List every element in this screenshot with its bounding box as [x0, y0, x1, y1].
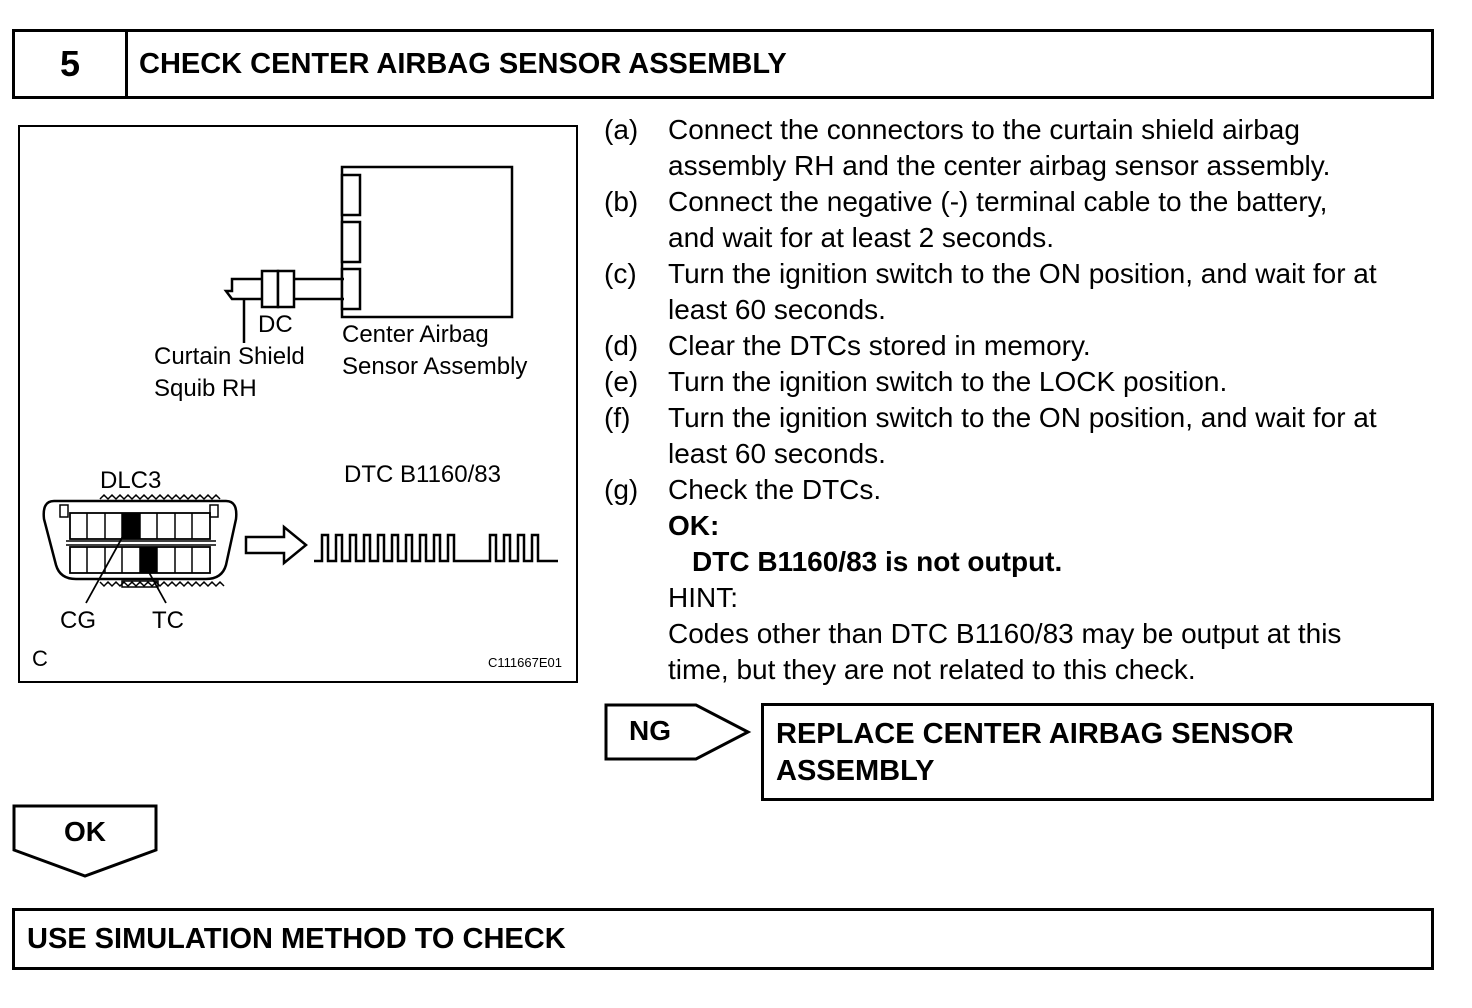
step-item: (a) Connect the connectors to the curtai… — [604, 112, 1444, 184]
label-corner: C — [32, 646, 48, 671]
step-text: Connect the negative (-) terminal cable … — [668, 186, 1328, 253]
final-action-text: USE SIMULATION METHOD TO CHECK — [27, 922, 566, 955]
step-item: (d) Clear the DTCs stored in memory. — [604, 328, 1444, 364]
step-letter: (e) — [604, 366, 639, 397]
arrow-right-icon — [244, 524, 308, 566]
ng-action-box: REPLACE CENTER AIRBAG SENSOR ASSEMBLY — [761, 703, 1434, 801]
ng-label: NG — [629, 715, 671, 746]
step-item: (e) Turn the ignition switch to the LOCK… — [604, 364, 1444, 400]
label-dlc3: DLC3 — [100, 467, 162, 494]
label-tc: TC — [152, 607, 184, 634]
step-text: Check the DTCs. — [668, 474, 882, 505]
dc-connector-shape — [260, 269, 280, 309]
ok-arrow-icon — [12, 804, 158, 878]
step-item: (f) Turn the ignition switch to the ON p… — [604, 400, 1444, 472]
ok-criteria-value: DTC B1160/83 is not output. — [692, 546, 1063, 577]
diagram-figure: DC Curtain Shield Squib RH Center Airbag… — [18, 125, 578, 683]
step-letter: (c) — [604, 258, 637, 289]
label-center-airbag: Center Airbag — [342, 321, 489, 348]
label-sensor-assembly: Sensor Assembly — [342, 353, 528, 380]
step-letter: (d) — [604, 330, 639, 361]
result-block: OK: DTC B1160/83 is not output. HINT: Co… — [668, 508, 1444, 688]
procedure-steps: (a) Connect the connectors to the curtai… — [604, 112, 1444, 688]
dtc-waveform-shape — [314, 533, 558, 563]
hint-line: time, but they are not related to this c… — [668, 654, 1196, 685]
step-letter: (a) — [604, 114, 639, 145]
step-letter: (b) — [604, 186, 639, 217]
final-action-box: USE SIMULATION METHOD TO CHECK — [12, 908, 1434, 970]
tc-terminal-shape — [140, 547, 157, 573]
label-squib-rh: Squib RH — [154, 375, 257, 402]
ok-label: OK — [64, 816, 106, 847]
label-cg: CG — [60, 607, 96, 634]
step-letter: (f) — [604, 402, 631, 433]
figure-code: C111667E01 — [488, 655, 562, 670]
sensor-assembly-shape — [340, 165, 514, 319]
step-text: Turn the ignition switch to the ON posit… — [668, 402, 1377, 469]
ng-arrow-icon — [604, 703, 752, 761]
step-title: CHECK CENTER AIRBAG SENSOR ASSEMBLY — [139, 47, 787, 80]
step-letter: (g) — [604, 474, 639, 505]
step-item: (g) Check the DTCs. — [604, 472, 1444, 508]
step-text: Turn the ignition switch to the ON posit… — [668, 258, 1377, 325]
step-item: (c) Turn the ignition switch to the ON p… — [604, 256, 1444, 328]
ok-criteria-label: OK: — [668, 510, 720, 541]
hint-line: Codes other than DTC B1160/83 may be out… — [668, 618, 1342, 649]
label-dc: DC — [258, 311, 293, 338]
step-text: Clear the DTCs stored in memory. — [668, 330, 1091, 361]
cg-terminal-shape — [122, 513, 140, 539]
connector-diagram — [42, 165, 558, 604]
ng-action-text: REPLACE CENTER AIRBAG SENSOR ASSEMBLY — [776, 718, 1294, 787]
label-curtain-shield: Curtain Shield — [154, 343, 305, 370]
step-text: Connect the connectors to the curtain sh… — [668, 114, 1331, 181]
step-text: Turn the ignition switch to the LOCK pos… — [668, 366, 1228, 397]
step-header: 5 CHECK CENTER AIRBAG SENSOR ASSEMBLY — [12, 29, 1434, 99]
label-dtc-code: DTC B1160/83 — [344, 461, 501, 488]
hint-label: HINT: — [668, 582, 738, 613]
step-item: (b) Connect the negative (-) terminal ca… — [604, 184, 1444, 256]
step-number: 5 — [15, 32, 128, 96]
